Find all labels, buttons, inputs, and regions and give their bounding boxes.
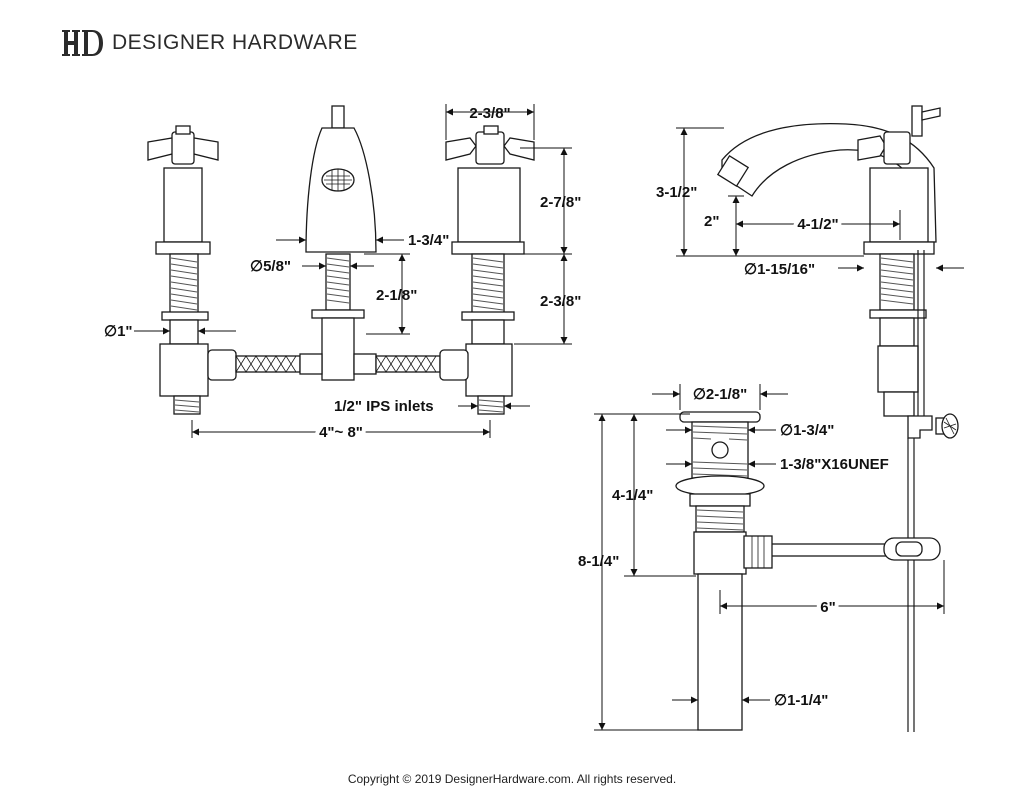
- dimension-labels: 2-3/8" 2-7/8" 2-3/8" 1-3/4" ∅5/8" 2-1/8"…: [104, 105, 889, 709]
- spout-front: [305, 105, 377, 381]
- brand-logo-icon: [62, 30, 103, 56]
- label-drain-upper-length: 4-1/4": [612, 487, 653, 504]
- label-handle-height: 2-7/8": [540, 194, 581, 211]
- label-center-spread: 4"~ 8": [319, 424, 363, 441]
- side-view: [594, 105, 964, 732]
- drain-assembly: [675, 411, 773, 731]
- label-spout-clearance: 2": [704, 213, 719, 230]
- brand-header: DESIGNER HARDWARE: [62, 26, 358, 60]
- front-view: [134, 104, 572, 438]
- right-handle-assembly: [445, 125, 535, 415]
- label-base-dia: ∅1-15/16": [744, 261, 815, 278]
- label-handle-width: 2-3/8": [469, 105, 510, 122]
- label-shank-length: 2-3/8": [540, 293, 581, 310]
- braided-hoses: [207, 349, 469, 381]
- front-dimensions: [134, 104, 572, 438]
- label-spout-width: 1-3/4": [408, 232, 449, 249]
- label-tailpiece-dia: ∅1-1/4": [774, 692, 828, 709]
- spout-side: [716, 105, 941, 243]
- label-drain-body-dia: ∅1-3/4": [780, 422, 834, 439]
- label-drain-total-length: 8-1/4": [578, 553, 619, 570]
- label-drain-thread: 1-3/8"X16UNEF: [780, 456, 889, 473]
- label-inlets: 1/2" IPS inlets: [334, 398, 434, 415]
- side-dimensions: [594, 127, 964, 731]
- label-drain-flange-dia: ∅2-1/8": [693, 386, 747, 403]
- label-lift-rod-length: 6": [820, 599, 835, 616]
- label-spout-shank-dia: ∅5/8": [250, 258, 291, 275]
- copyright-footer: Copyright © 2019 DesignerHardware.com. A…: [347, 772, 677, 786]
- label-spout-reach: 4-1/2": [797, 216, 838, 233]
- label-spout-shank-length: 2-1/8": [376, 287, 417, 304]
- side-handle-assembly: [857, 131, 935, 420]
- label-spout-height: 3-1/2": [656, 184, 697, 201]
- brand-name: DESIGNER HARDWARE: [112, 31, 358, 54]
- lift-rod: [743, 413, 959, 732]
- label-valve-dia: ∅1": [104, 323, 133, 340]
- left-handle-assembly: [147, 125, 219, 415]
